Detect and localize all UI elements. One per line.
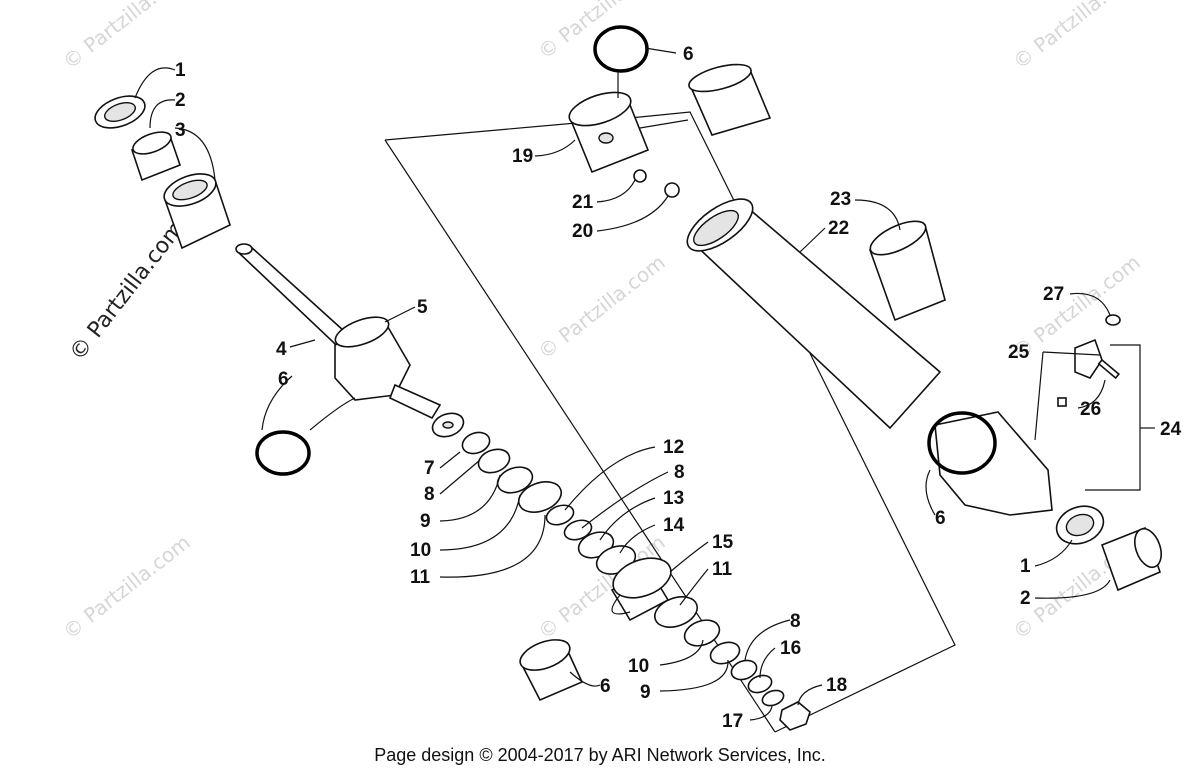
band-6-lower bbox=[519, 639, 584, 702]
callout-14: 14 bbox=[663, 515, 685, 536]
callout-27: 27 bbox=[1043, 284, 1064, 305]
callout-20: 20 bbox=[572, 221, 593, 242]
bushing-1-top bbox=[94, 95, 146, 129]
cap-19 bbox=[568, 91, 650, 174]
leader-lines bbox=[134, 47, 1155, 721]
callout-23: 23 bbox=[830, 189, 851, 210]
callout-25: 25 bbox=[1008, 342, 1030, 363]
callout-17: 17 bbox=[722, 711, 743, 732]
callout-13: 13 bbox=[663, 488, 684, 509]
eye-3 bbox=[163, 173, 231, 250]
washer-stack bbox=[431, 412, 637, 575]
callout-8: 8 bbox=[674, 462, 685, 483]
watermark-side: © Partzilla.com bbox=[65, 217, 189, 366]
footer-copyright: Page design © 2004-2017 by ARI Network S… bbox=[374, 745, 826, 765]
callout-15: 15 bbox=[712, 532, 734, 553]
callout-1: 1 bbox=[1020, 556, 1031, 577]
sleeve-2-bottom bbox=[1100, 526, 1162, 592]
nut-18 bbox=[779, 701, 811, 731]
valve-20 bbox=[664, 182, 680, 198]
bushing-23 bbox=[868, 220, 946, 322]
o-ring-6-top bbox=[593, 25, 649, 73]
callout-6: 6 bbox=[683, 44, 694, 65]
callout-10: 10 bbox=[410, 540, 431, 561]
callout-7: 7 bbox=[424, 458, 435, 479]
callout-11: 11 bbox=[712, 559, 733, 580]
callout-26: 26 bbox=[1080, 399, 1101, 420]
callout-21: 21 bbox=[572, 192, 594, 213]
shock-body-22 bbox=[686, 198, 942, 430]
callout-24: 24 bbox=[1160, 419, 1182, 440]
callout-6: 6 bbox=[935, 508, 946, 529]
callout-2: 2 bbox=[1020, 588, 1031, 609]
callout-6: 6 bbox=[278, 369, 289, 390]
watermark: © Partzilla.com bbox=[1008, 0, 1144, 74]
callout-19: 19 bbox=[512, 146, 533, 167]
callout-3: 3 bbox=[175, 120, 186, 141]
callout-6: 6 bbox=[600, 676, 611, 697]
housing-right bbox=[927, 411, 1053, 516]
callout-12: 12 bbox=[663, 437, 684, 458]
callout-9: 9 bbox=[420, 511, 431, 532]
callout-22: 22 bbox=[828, 218, 849, 239]
watermark: © Partzilla.com bbox=[533, 0, 669, 64]
shaft-body-5 bbox=[334, 316, 442, 420]
assembly-bracket bbox=[384, 111, 956, 733]
bracket-24 bbox=[1085, 344, 1141, 491]
callout-9: 9 bbox=[640, 682, 651, 703]
callout-11: 11 bbox=[410, 567, 431, 588]
watermark: © Partzilla.com bbox=[533, 250, 669, 364]
band-6-top bbox=[688, 63, 772, 136]
callout-10: 10 bbox=[628, 656, 649, 677]
bushing-1-bottom bbox=[1055, 505, 1105, 545]
clip-21 bbox=[633, 169, 647, 183]
callout-8: 8 bbox=[424, 484, 435, 505]
piston-15 bbox=[610, 557, 672, 622]
callout-1: 1 bbox=[175, 60, 186, 81]
watermark: © Partzilla.com bbox=[58, 530, 194, 644]
sleeve-2-top bbox=[130, 131, 182, 182]
callout-2: 2 bbox=[175, 90, 186, 111]
callouts: 1 2 3 4 5 6 6 6 6 7 8 8 8 9 9 10 10 11 1… bbox=[175, 44, 1182, 732]
callout-8: 8 bbox=[790, 611, 801, 632]
callout-18: 18 bbox=[826, 675, 847, 696]
callout-16: 16 bbox=[780, 638, 801, 659]
o-ring-6-left bbox=[255, 430, 311, 476]
callout-5: 5 bbox=[417, 297, 428, 318]
washer-stack-lower bbox=[653, 596, 785, 707]
callout-4: 4 bbox=[276, 339, 287, 360]
valve-assembly-24 bbox=[1057, 314, 1121, 407]
